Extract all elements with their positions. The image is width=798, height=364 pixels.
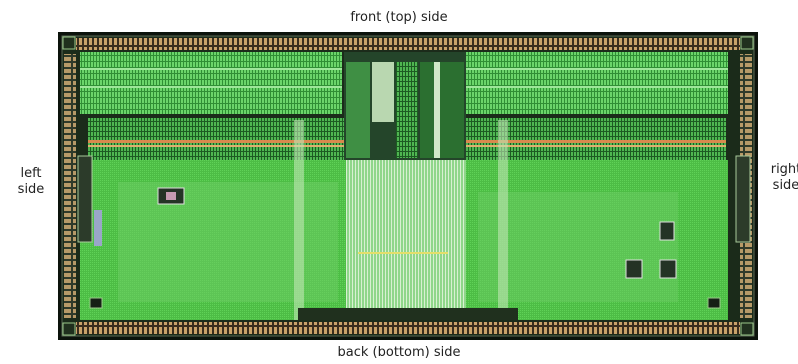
left-side-label: left side bbox=[17, 166, 45, 197]
bottom-side-label: back (bottom) side bbox=[337, 345, 461, 360]
top-side-label: front (top) side bbox=[350, 10, 448, 25]
right-side-label: right side bbox=[770, 162, 798, 193]
die-micrograph bbox=[58, 32, 758, 340]
